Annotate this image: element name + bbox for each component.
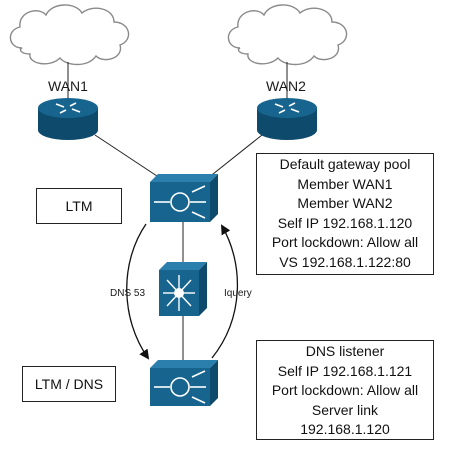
dns53-arrow bbox=[126, 223, 150, 360]
cloud-wan1 bbox=[9, 4, 130, 66]
dns-config-line: Self IP 192.168.1.121 bbox=[277, 362, 413, 379]
link-router1-ltm bbox=[94, 134, 161, 179]
ltm-config-line: Default gateway pool bbox=[279, 156, 411, 172]
ltm-dns-role-box: LTM / DNS bbox=[22, 366, 116, 402]
dns53-label: DNS 53 bbox=[110, 288, 146, 299]
wan1-label: WAN1 bbox=[48, 78, 88, 94]
dns-config-line: DNS listener bbox=[305, 343, 385, 359]
link-router2-ltm bbox=[207, 134, 263, 179]
ltm-role-box: LTM bbox=[36, 188, 122, 224]
iquery-label: Iquery bbox=[224, 288, 252, 299]
ltm-dns-role-label: LTM / DNS bbox=[34, 376, 104, 392]
wan2-label: WAN2 bbox=[266, 78, 306, 94]
cloud-wan2 bbox=[227, 4, 348, 66]
ltm-config-line: Member WAN1 bbox=[297, 175, 393, 192]
iquery-arrow bbox=[211, 224, 239, 359]
dns-config-line: Server link bbox=[311, 401, 379, 418]
dns-config-line: Port lockdown: Allow all bbox=[271, 382, 419, 398]
ltm-config-box: Default gateway pool Member WAN1 Member … bbox=[256, 153, 434, 275]
ltm-config-line: Port lockdown: Allow all bbox=[271, 234, 419, 250]
core-switch-icon bbox=[159, 262, 207, 316]
router-wan2-icon bbox=[257, 98, 317, 140]
ltm-config-line: Self IP 192.168.1.120 bbox=[277, 214, 413, 231]
router-wan1-icon bbox=[38, 98, 98, 140]
connection-lines bbox=[67, 62, 288, 362]
ltm-device-icon bbox=[150, 174, 218, 222]
dns-config-box: DNS listener Self IP 192.168.1.121 Port … bbox=[256, 340, 434, 440]
dns-config-line: 192.168.1.120 bbox=[300, 421, 390, 437]
ltm-dns-device-icon bbox=[150, 360, 218, 406]
ltm-config-line: Member WAN2 bbox=[297, 195, 393, 211]
ltm-role-label: LTM bbox=[65, 198, 93, 214]
ltm-config-line: VS 192.168.1.122:80 bbox=[279, 253, 411, 270]
